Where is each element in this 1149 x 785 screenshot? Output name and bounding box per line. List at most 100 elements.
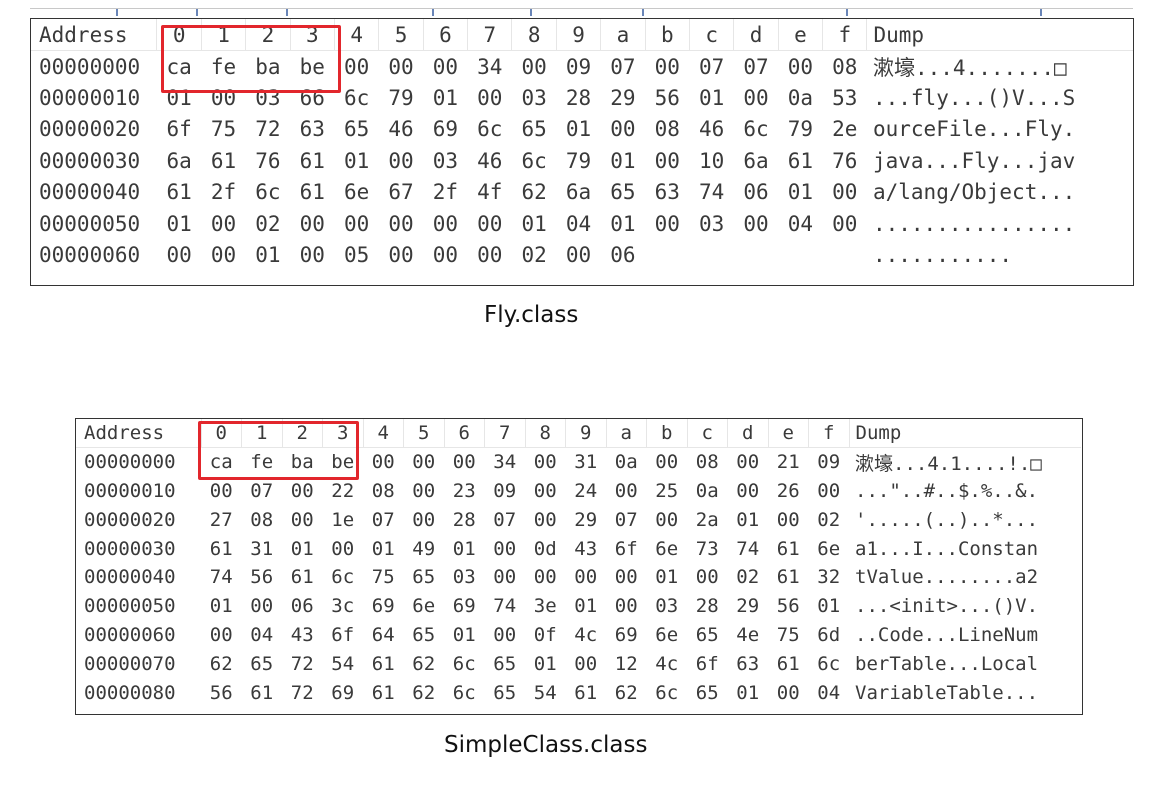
hex-byte: 01 [565, 117, 592, 142]
hex-byte: 65 [610, 180, 636, 205]
hex-byte: 00 [388, 148, 414, 173]
column-header: e [777, 19, 823, 51]
hex-byte: 23 [452, 479, 476, 502]
hex-byte: 08 [250, 508, 274, 531]
hex-byte: 28 [565, 85, 592, 110]
hex-byte: 03 [521, 85, 547, 110]
hex-byte: 4c [655, 652, 679, 675]
hex-byte: 00 [574, 652, 598, 675]
row-address: 00000040 [84, 566, 176, 589]
hex-byte: 75 [371, 566, 395, 589]
hex-byte: 01 [610, 148, 636, 173]
hex-byte: 01 [290, 537, 314, 560]
hex-byte: 00 [477, 243, 503, 268]
hex-byte: 00 [655, 508, 679, 531]
hex-byte: fe [210, 54, 237, 79]
hex-byte: 00 [166, 243, 192, 268]
hex-byte: 6e [412, 595, 436, 618]
hex-byte: 00 [477, 211, 503, 236]
hex-byte: 01 [452, 537, 476, 560]
hex-byte: 00 [388, 211, 414, 236]
row-address: 00000010 [84, 479, 176, 502]
hex-byte: 22 [331, 479, 355, 502]
hex-byte: 72 [290, 681, 314, 704]
hex-byte: 00 [521, 54, 547, 79]
hex-byte: 00 [412, 508, 436, 531]
column-header: 5 [403, 419, 444, 449]
hex-byte: be [331, 451, 355, 474]
hex-byte: 0a [787, 85, 814, 110]
hex-byte: 01 [432, 85, 459, 110]
hex-byte: 01 [344, 148, 370, 173]
hex-byte: 01 [166, 211, 192, 236]
hex-byte: 00 [299, 243, 325, 268]
column-header: 0 [200, 419, 242, 449]
hex-byte: 00 [614, 566, 638, 589]
hex-byte: 08 [695, 451, 719, 474]
hex-byte: 61 [210, 148, 237, 173]
hex-byte: 79 [787, 117, 814, 142]
row-address: 00000060 [84, 623, 176, 646]
hex-byte: 02 [736, 566, 760, 589]
hex-byte: 00 [388, 243, 414, 268]
hex-byte: 03 [699, 211, 725, 236]
hex-byte: 07 [493, 508, 517, 531]
hex-byte: 00 [210, 85, 237, 110]
hex-byte: 34 [493, 451, 517, 474]
column-header: c [688, 19, 734, 51]
hex-byte: 31 [250, 537, 274, 560]
hex-byte: 01 [817, 595, 841, 618]
hex-byte: 56 [776, 595, 800, 618]
hex-byte: 61 [787, 148, 814, 173]
hex-byte: 65 [250, 652, 274, 675]
strip-mark [1040, 9, 1042, 16]
hex-byte: 6f [695, 652, 719, 675]
hex-byte: 6e [655, 537, 679, 560]
hex-byte: 61 [299, 180, 325, 205]
ascii-dump: ..Code...LineNum [855, 623, 1039, 646]
address-header: Address [31, 19, 157, 51]
hex-byte: 21 [776, 451, 800, 474]
hex-byte: 07 [743, 54, 769, 79]
hex-byte: 00 [412, 479, 436, 502]
hex-byte: 67 [388, 180, 414, 205]
column-header: 8 [511, 19, 557, 51]
row-address: 00000040 [39, 180, 141, 205]
hex-byte: 62 [412, 681, 436, 704]
column-header: 5 [378, 19, 424, 51]
hex-byte: 75 [776, 623, 800, 646]
row-address: 00000030 [84, 537, 176, 560]
hex-byte: 02 [521, 243, 547, 268]
hex-byte: 4e [736, 623, 760, 646]
hex-byte: 07 [699, 54, 725, 79]
column-header: 3 [289, 19, 335, 51]
hex-byte: 00 [614, 595, 638, 618]
hex-byte: 00 [209, 479, 233, 502]
column-header: 8 [524, 419, 566, 449]
hex-byte: 6c [817, 652, 841, 675]
hex-byte: 01 [736, 681, 760, 704]
hex-byte: 75 [210, 117, 237, 142]
hex-byte: 31 [574, 451, 598, 474]
hex-byte: 01 [699, 85, 725, 110]
hex-byte: 00 [655, 451, 679, 474]
hex-byte: 65 [521, 117, 547, 142]
empty-byte [689, 240, 733, 272]
hex-byte: 61 [299, 148, 325, 173]
hex-byte: 65 [695, 623, 719, 646]
hex-byte: 62 [412, 652, 436, 675]
hex-byte: 01 [610, 211, 636, 236]
hex-byte: 00 [452, 451, 476, 474]
hex-byte: 65 [412, 623, 436, 646]
hex-byte: 61 [166, 180, 192, 205]
column-header: 7 [467, 19, 512, 51]
hex-byte: 00 [432, 243, 459, 268]
